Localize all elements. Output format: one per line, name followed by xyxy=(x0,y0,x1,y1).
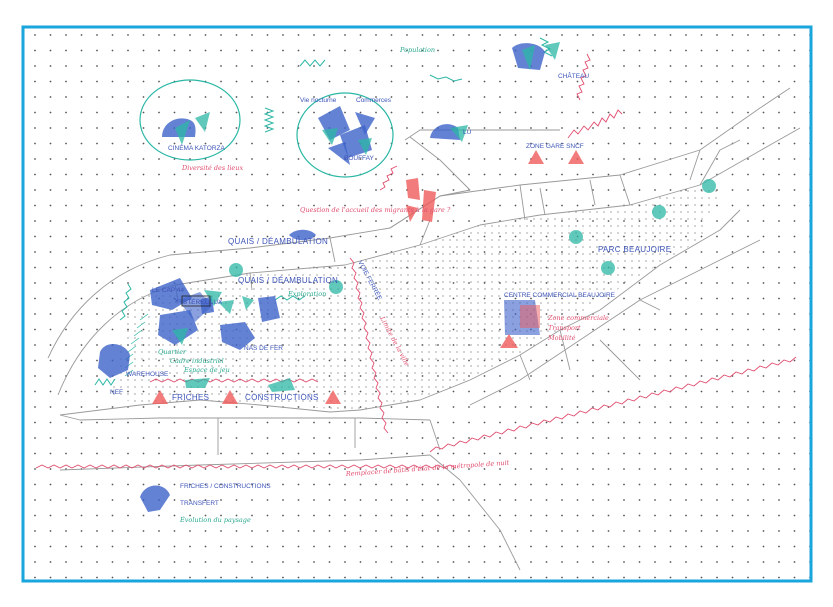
green-zigzags xyxy=(94,37,553,386)
label-legend-sub: TRANSFERT xyxy=(180,500,219,507)
label-lu: LU xyxy=(463,129,472,136)
label-quai-note: Exploration xyxy=(287,290,326,298)
watercolor-teal xyxy=(172,42,716,392)
label-rail-note: Question de l'accueil des migrants à la … xyxy=(300,206,451,214)
label-cinema-note: Diversité des lieux xyxy=(181,164,243,172)
label-quai-2: QUAIS / DÉAMBULATION xyxy=(238,276,338,285)
label-bouffay: BOUFFAY xyxy=(344,155,375,162)
stereolux-marker: ✕ xyxy=(174,295,211,307)
label-chateau: CHÂTEAU xyxy=(558,71,589,80)
label-nef: NEF xyxy=(110,389,123,396)
label-legend-note: Évolution du paysage xyxy=(179,515,251,524)
label-bouffay-note2: Commerces xyxy=(356,97,392,104)
label-nas: NAS DE FER xyxy=(244,345,283,352)
label-bouffay-note1: Vie nocturne xyxy=(300,97,337,104)
svg-text:✕: ✕ xyxy=(174,298,179,305)
label-constructions: CONSTRUCTIONS xyxy=(245,393,319,402)
zone-circles xyxy=(139,79,394,178)
label-centre: CENTRE COMMERCIAL BEAUJOIRE xyxy=(504,292,616,299)
label-centre-note2: Transport xyxy=(548,324,581,332)
label-friche-note2: Cadre industriel xyxy=(170,357,224,365)
label-friches: FRICHES xyxy=(172,393,209,402)
frame-border xyxy=(21,25,813,583)
label-friche-note1: Quartier xyxy=(158,348,187,356)
label-cinema: CINÉMA KATORZA xyxy=(168,143,225,152)
label-friche-note3: Espace de jeu xyxy=(183,366,230,374)
label-warehouse: WAREHOUSE xyxy=(126,371,169,378)
label-centre-note3: Mobilité xyxy=(547,334,576,342)
label-legend-title: FRICHES / CONSTRUCTIONS xyxy=(180,483,271,490)
label-cap44: LE CAP 44 xyxy=(152,287,184,294)
label-stereolux: STÉRÉOLUX xyxy=(183,297,223,306)
label-chateau-note: Population xyxy=(399,46,435,54)
label-quai-1: QUAIS / DÉAMBULATION xyxy=(228,237,328,246)
label-zone-gare: ZONE GARE SNCF xyxy=(526,143,584,150)
label-centre-note1: Zone commerciale xyxy=(547,314,609,322)
boundary-lines xyxy=(35,53,797,469)
label-parc: PARC BEAUJOIRE xyxy=(598,245,671,254)
watercolor-red xyxy=(152,150,584,404)
